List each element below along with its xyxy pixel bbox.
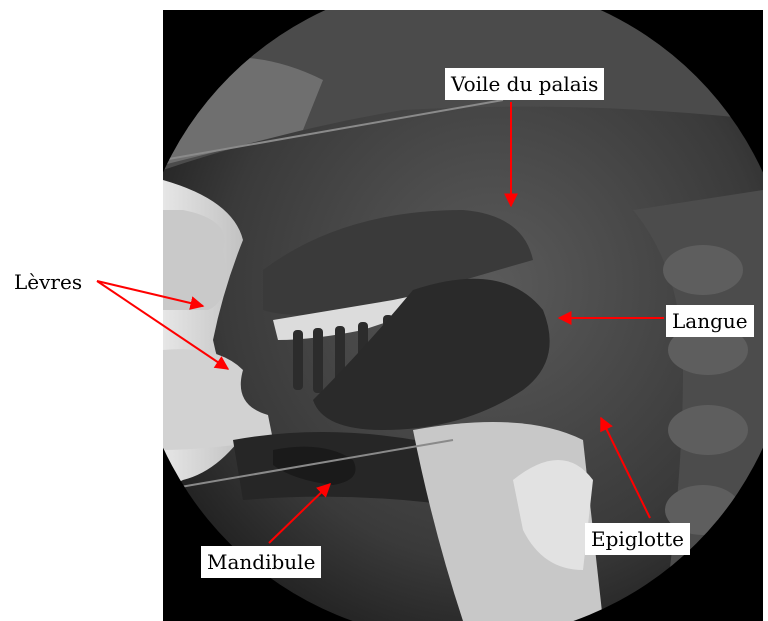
label-levres: Lèvres bbox=[8, 266, 88, 298]
label-voile-du-palais: Voile du palais bbox=[445, 68, 604, 100]
label-langue: Langue bbox=[666, 305, 754, 337]
label-mandibule: Mandibule bbox=[201, 546, 321, 578]
label-epiglotte: Epiglotte bbox=[585, 523, 690, 555]
